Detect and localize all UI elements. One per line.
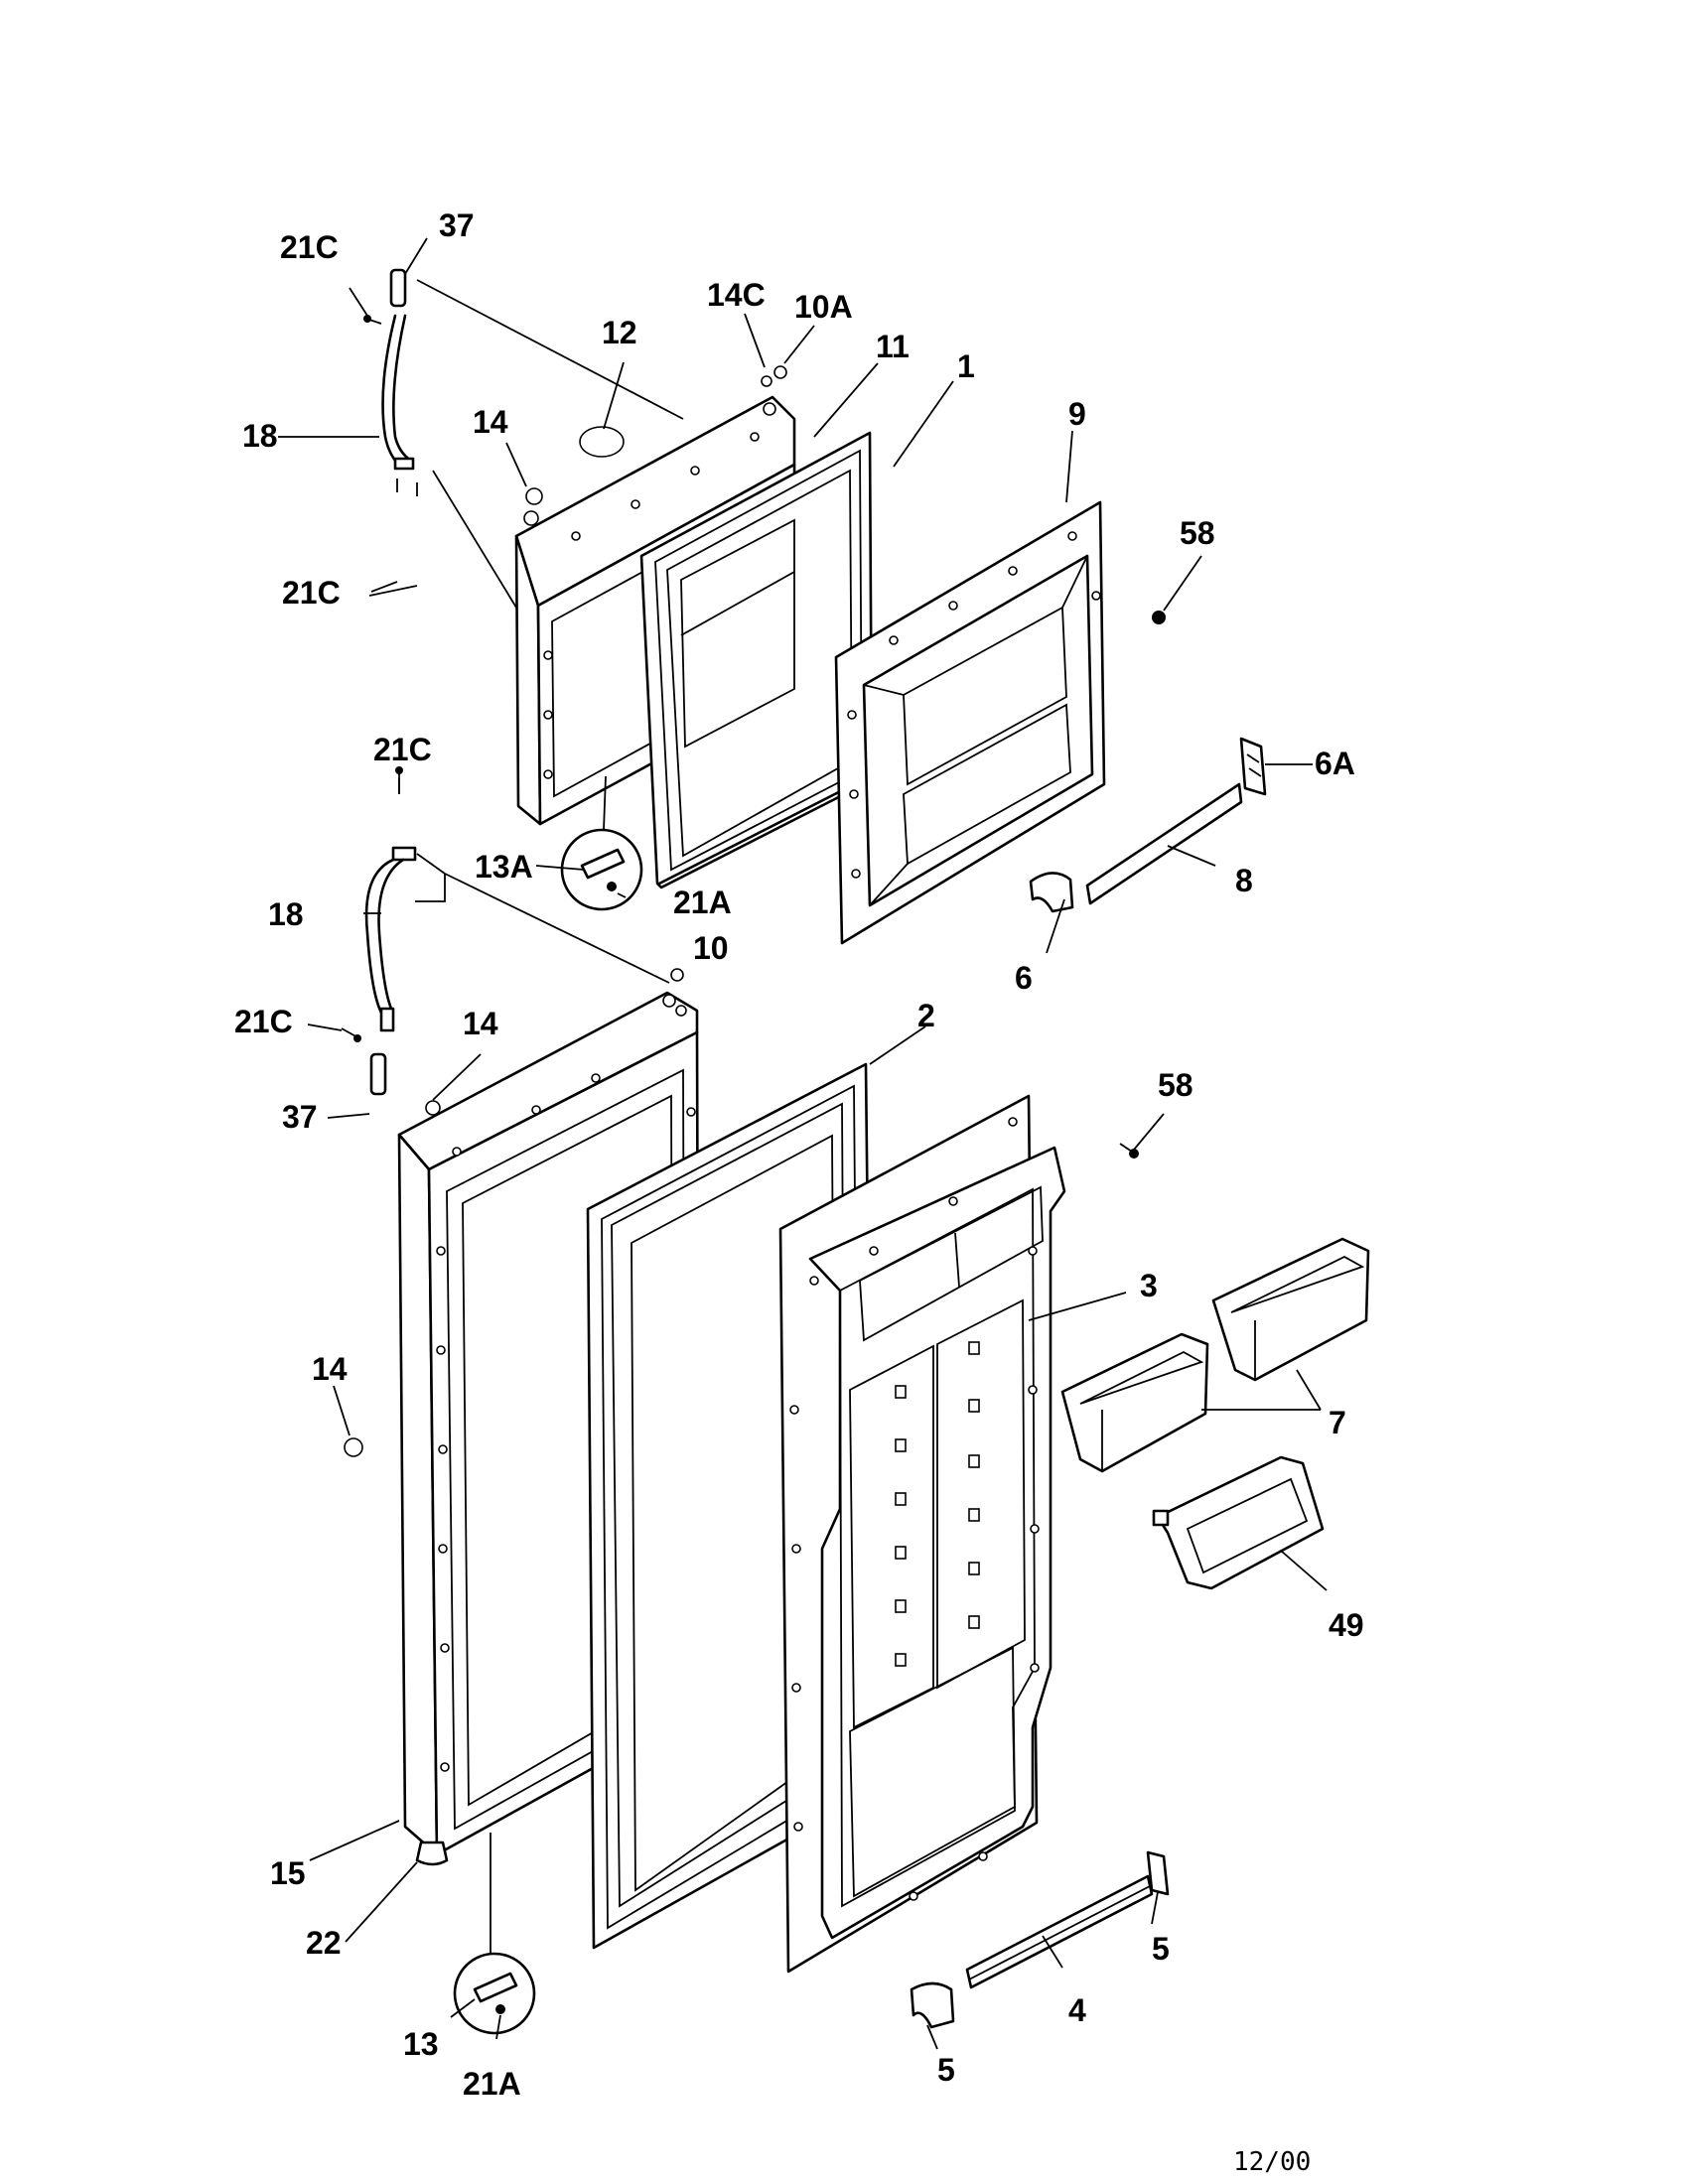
leader-lines [278,237,1328,2050]
callout-49: 49 [1329,1607,1364,1643]
callout-15: 15 [270,1855,306,1891]
callout-1: 1 [957,348,975,384]
callout-6a: 6A [1315,746,1355,781]
callout-9: 9 [1068,396,1086,432]
callout-11: 11 [876,329,910,364]
callout-37-top: 37 [439,207,475,243]
fresh-food-hardware [344,968,1139,1866]
callout-4: 4 [1068,1992,1086,2028]
hinge-detail-13a [560,828,643,911]
callout-14-left: 14 [312,1351,348,1387]
hinge-detail-13 [453,1952,536,2035]
callout-58-top: 58 [1180,515,1215,551]
dairy-bin-49 [1152,1455,1325,1590]
callout-8: 8 [1235,863,1253,898]
callout-37-bot: 37 [282,1099,318,1135]
door-shelf-bins-7 [1060,1237,1370,1473]
callout-21c-low: 21C [234,1004,293,1039]
callout-14-top: 14 [473,404,508,440]
freezer-door-liner-9 [834,500,1106,945]
fresh-food-shelf-bar-4 [910,1850,1170,2029]
callout-14c: 14C [707,277,766,313]
callout-12: 12 [602,315,637,350]
callout-18-bot: 18 [268,896,304,932]
callout-10: 10 [693,930,729,966]
callout-3: 3 [1140,1268,1158,1303]
callout-21a-bot: 21A [463,2066,521,2102]
callout-18-top: 18 [242,418,278,454]
fresh-food-hinge-mid [341,766,417,1096]
callout-13a: 13A [475,849,533,885]
label-sticker-12 [579,426,625,458]
callout-2: 2 [917,998,935,1033]
callout-5-bot: 5 [937,2052,955,2088]
callout-21c-top: 21C [280,229,339,265]
callout-22: 22 [306,1925,342,1961]
callout-58-bot: 58 [1158,1067,1193,1103]
freezer-hardware [525,365,1166,624]
freezer-hinge-top [363,268,418,496]
freezer-shelf-bar-8 [1029,737,1267,913]
callout-13: 13 [403,2026,439,2062]
callout-21a-top: 21A [673,885,732,920]
callout-10a: 10A [794,289,853,325]
assembly-lines [415,279,684,1954]
fresh-food-door-liner-3 [778,1094,1066,1974]
callout-labels: 37 21C 18 21C 12 14 14C 10A 11 1 9 58 6A… [234,207,1364,2102]
callout-7: 7 [1329,1405,1346,1440]
callout-5-right: 5 [1152,1931,1170,1967]
callout-21c-hinge: 21C [373,732,432,767]
footer-date: 12/00 [1233,2147,1311,2177]
callout-14-mid: 14 [463,1006,498,1041]
callout-6: 6 [1015,960,1033,996]
callout-21c-mid: 21C [282,575,341,611]
